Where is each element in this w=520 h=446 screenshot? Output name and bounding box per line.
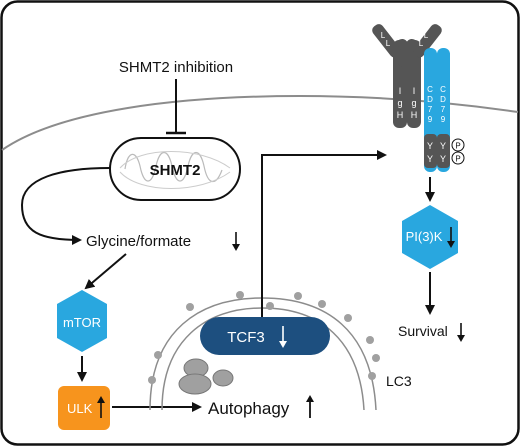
glycine-to-mtor-arrow — [84, 253, 127, 290]
phospho-badges: P P — [451, 138, 465, 165]
autophagy-label: Autophagy — [208, 399, 290, 418]
svg-text:L: L — [419, 39, 424, 48]
mitochondrion — [109, 137, 241, 201]
svg-text:g: g — [411, 98, 416, 108]
mtor-label: mTOR — [63, 315, 101, 330]
svg-text:g: g — [397, 98, 402, 108]
svg-text:Y: Y — [440, 141, 446, 151]
pi3k-down-icon — [447, 227, 455, 248]
svg-text:7: 7 — [441, 105, 446, 114]
shmt2-to-glycine-arrow — [20, 167, 111, 245]
survival-label: Survival — [398, 323, 448, 339]
ulk-up-icon — [97, 396, 105, 418]
svg-text:C: C — [427, 85, 433, 94]
cell-membrane — [1, 94, 519, 151]
svg-text:C: C — [440, 85, 446, 94]
pi3k-label: PI(3)K — [406, 229, 443, 244]
lc3-dots — [148, 291, 380, 384]
svg-text:D: D — [440, 95, 446, 104]
svg-text:9: 9 — [428, 115, 433, 124]
svg-text:L: L — [424, 31, 429, 40]
vesicles — [178, 358, 234, 395]
light-chain-letters: L L L L — [381, 31, 429, 48]
tcf3-to-receptor-arrow — [261, 150, 387, 317]
cd79-left-letters: C D 7 9 — [427, 85, 433, 124]
ulk-label: ULK — [67, 401, 93, 416]
svg-text:H: H — [411, 110, 418, 120]
shmt2-inhibition-label: SHMT2 inhibition — [119, 59, 233, 76]
svg-text:P: P — [455, 142, 460, 151]
svg-text:Y: Y — [427, 154, 433, 164]
svg-text:Y: Y — [427, 141, 433, 151]
svg-text:I: I — [399, 86, 402, 96]
cd79-right-letters: C D 7 9 — [440, 85, 446, 124]
pi3k-hexagon — [402, 205, 458, 269]
glycine-down-icon — [232, 232, 240, 251]
itam-letters: Y Y Y Y — [427, 141, 446, 164]
glycine-formate-label: Glycine/formate — [86, 233, 191, 250]
mtor-hexagon — [57, 290, 107, 352]
tcf3-label: TCF3 — [227, 329, 265, 346]
shmt2-label: SHMT2 — [150, 162, 201, 179]
svg-text:9: 9 — [441, 115, 446, 124]
svg-text:Y: Y — [440, 154, 446, 164]
svg-text:D: D — [427, 95, 433, 104]
b-cell-receptor — [372, 24, 450, 172]
tcf3-down-icon — [279, 326, 287, 348]
svg-text:L: L — [386, 39, 391, 48]
tcf3-pill — [200, 317, 330, 355]
igh-right-letters: I g H — [411, 86, 418, 120]
svg-text:L: L — [381, 31, 386, 40]
ulk-box — [58, 386, 110, 430]
lc3-label: LC3 — [386, 373, 412, 389]
svg-text:H: H — [397, 110, 404, 120]
svg-text:I: I — [413, 86, 416, 96]
svg-text:7: 7 — [428, 105, 433, 114]
svg-text:P: P — [455, 155, 460, 164]
igh-left-letters: I g H — [397, 86, 404, 120]
survival-down-icon — [457, 323, 465, 342]
autophagy-up-icon — [306, 395, 314, 418]
